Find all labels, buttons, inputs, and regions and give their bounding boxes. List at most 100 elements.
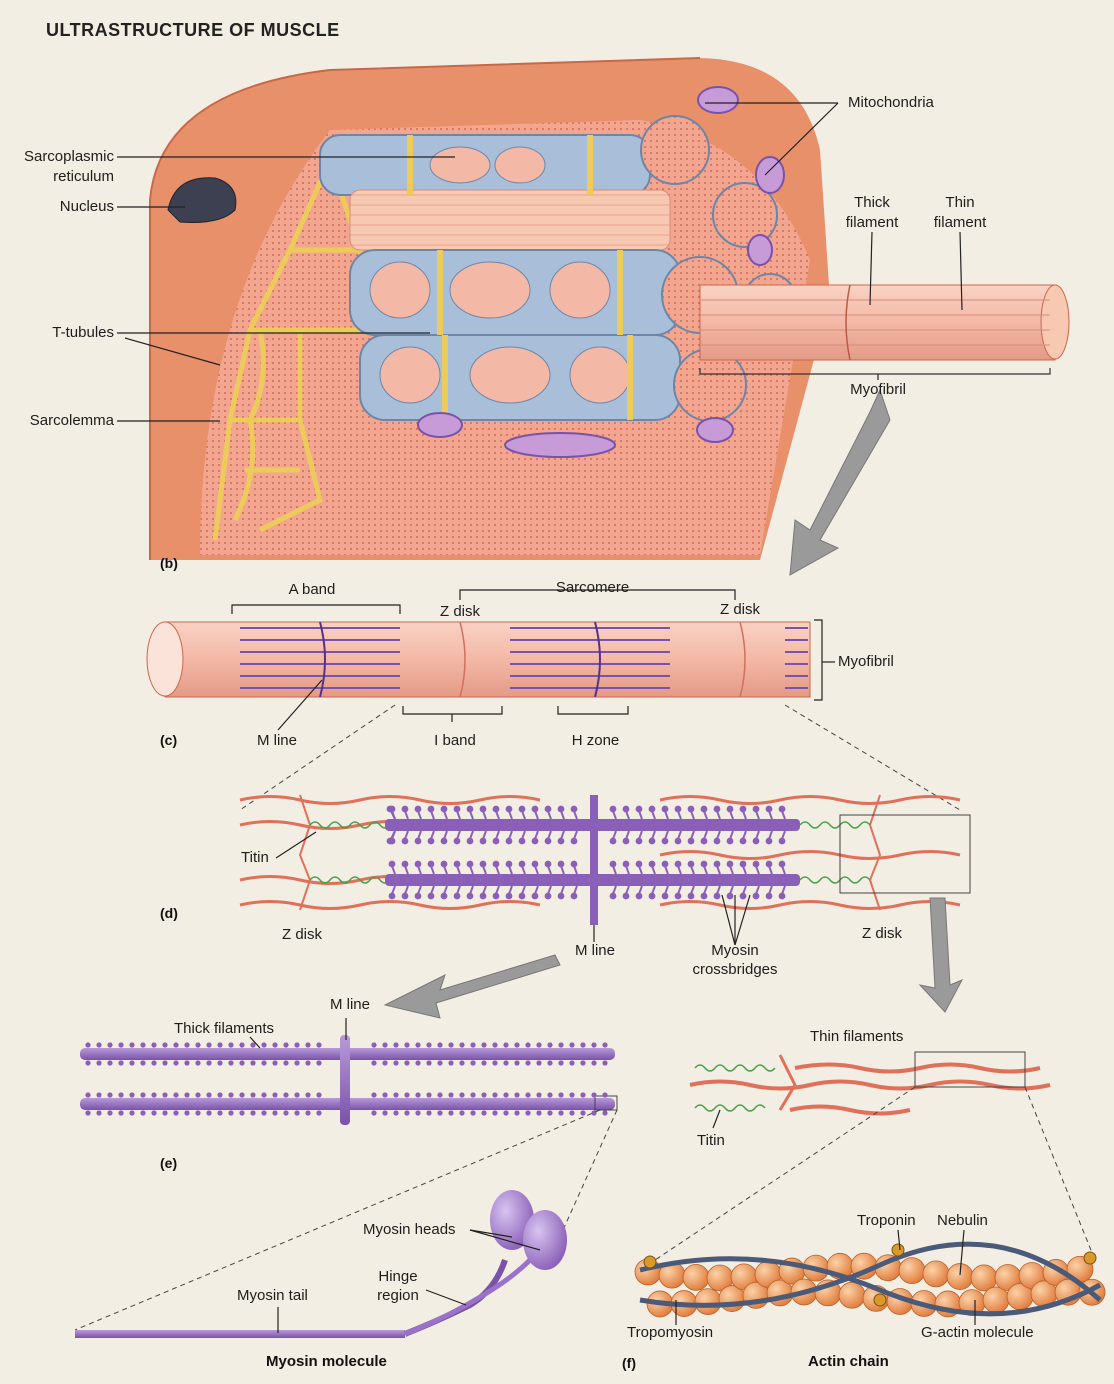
label-sarcoplasmic-reticulum-2: reticulum — [53, 168, 114, 185]
crossbridge-head — [466, 892, 474, 900]
myosin-head-mark — [503, 1060, 509, 1066]
myosin-head-mark — [96, 1060, 102, 1066]
label-hinge-region-1: Hinge — [378, 1268, 418, 1285]
crossbridge-head — [492, 837, 500, 845]
myosin-head-mark — [173, 1060, 179, 1066]
myosin-head-mark — [404, 1060, 410, 1066]
mitochondria — [417, 86, 785, 458]
myosin-head-mark — [239, 1060, 245, 1066]
myosin-head-mark — [415, 1060, 421, 1066]
myosin-head-mark — [283, 1110, 289, 1116]
m-line — [590, 795, 598, 925]
label-myofibril-c: Myofibril — [838, 653, 894, 670]
myosin-head-mark — [602, 1042, 608, 1048]
crossbridge-head — [700, 805, 708, 813]
myosin-head-mark — [294, 1060, 300, 1066]
myosin-head-mark — [503, 1110, 509, 1116]
myosin-head-mark — [591, 1060, 597, 1066]
myosin-head-mark — [459, 1060, 465, 1066]
myosin-head-mark — [591, 1042, 597, 1048]
myosin-head-mark — [580, 1092, 586, 1098]
crossbridge-head — [518, 892, 526, 900]
myosin-head-mark — [206, 1110, 212, 1116]
myosin-head-mark — [448, 1060, 454, 1066]
g-actin-bead — [682, 1263, 710, 1291]
myosin-head-mark — [547, 1042, 553, 1048]
myosin-head-mark — [569, 1060, 575, 1066]
crossbridge-head — [674, 860, 682, 868]
myosin-head-mark — [206, 1060, 212, 1066]
crossbridge-head — [401, 805, 409, 813]
label-thick-filament-1: Thick — [854, 194, 890, 211]
g-actin-bead — [838, 1281, 866, 1309]
crossbridge-head — [726, 805, 734, 813]
myosin-head-mark — [294, 1092, 300, 1098]
myosin-head-mark — [239, 1110, 245, 1116]
crossbridge-head — [479, 860, 487, 868]
crossbridge-head — [479, 892, 487, 900]
myosin-head-mark — [250, 1042, 256, 1048]
myosin-head-mark — [492, 1060, 498, 1066]
crossbridge-head — [778, 860, 786, 868]
myosin-head-mark — [294, 1042, 300, 1048]
myosin-head-mark — [173, 1092, 179, 1098]
label-a-band: A band — [288, 581, 336, 598]
myosin-head-mark — [107, 1060, 113, 1066]
label-myosin-crossbridges-2: crossbridges — [692, 961, 778, 978]
crossbridge-head — [765, 837, 773, 845]
crossbridge-head — [635, 837, 643, 845]
myosin-head-mark — [162, 1060, 168, 1066]
crossbridge-head — [453, 837, 461, 845]
myosin-head-mark — [536, 1060, 542, 1066]
myosin-head-mark — [536, 1042, 542, 1048]
myosin-head-mark — [558, 1110, 564, 1116]
crossbridge-head — [752, 805, 760, 813]
g-actin-bead — [922, 1260, 950, 1288]
myosin-head-mark — [492, 1042, 498, 1048]
myosin-head-mark — [448, 1042, 454, 1048]
myosin-head-mark — [481, 1092, 487, 1098]
tropomyosin-strand — [639, 1256, 1102, 1317]
label-titin-e: Titin — [697, 1132, 725, 1149]
crossbridge-head — [713, 837, 721, 845]
myosin-head-mark — [481, 1042, 487, 1048]
arrow-d-to-thin — [918, 897, 964, 1013]
label-m-line-d: M line — [574, 942, 615, 959]
myosin-head-mark — [305, 1110, 311, 1116]
crossbridge-head — [427, 892, 435, 900]
label-mitochondria: Mitochondria — [848, 94, 934, 111]
label-thin-filaments: Thin filaments — [810, 1028, 904, 1045]
myosin-molecule-illustration — [75, 1190, 567, 1338]
myosin-head-mark — [96, 1110, 102, 1116]
myosin-head-mark — [162, 1092, 168, 1098]
label-thin-filament-1: Thin — [945, 194, 975, 211]
panel-label-e: (e) — [160, 1155, 178, 1171]
g-actin-bead — [694, 1288, 722, 1315]
crossbridge-head — [518, 860, 526, 868]
crossbridge-head — [414, 892, 422, 900]
caption-myosin-molecule: Myosin molecule — [266, 1353, 387, 1370]
panel-c-brackets — [231, 589, 835, 731]
myosin-head-mark — [107, 1110, 113, 1116]
crossbridge-head — [401, 892, 409, 900]
crossbridge-head — [401, 837, 409, 845]
crossbridge-head — [531, 892, 539, 900]
crossbridge-head — [570, 805, 578, 813]
myosin-head-mark — [316, 1092, 322, 1098]
label-tropomyosin: Tropomyosin — [627, 1324, 714, 1341]
myosin-head-mark — [393, 1092, 399, 1098]
crossbridge-head — [544, 860, 552, 868]
crossbridge-head — [544, 805, 552, 813]
caption-actin-chain: Actin chain — [808, 1353, 889, 1370]
crossbridge-head — [674, 837, 682, 845]
myosin-head-mark — [283, 1042, 289, 1048]
crossbridge-head — [739, 892, 747, 900]
titin — [309, 821, 871, 884]
myosin-head-mark — [536, 1092, 542, 1098]
myosin-head-mark — [316, 1110, 322, 1116]
myosin-head-mark — [195, 1042, 201, 1048]
myosin-head-mark — [316, 1060, 322, 1066]
myosin-head-mark — [404, 1110, 410, 1116]
arrow-b-to-c — [789, 388, 891, 576]
myosin-head-mark — [261, 1060, 267, 1066]
